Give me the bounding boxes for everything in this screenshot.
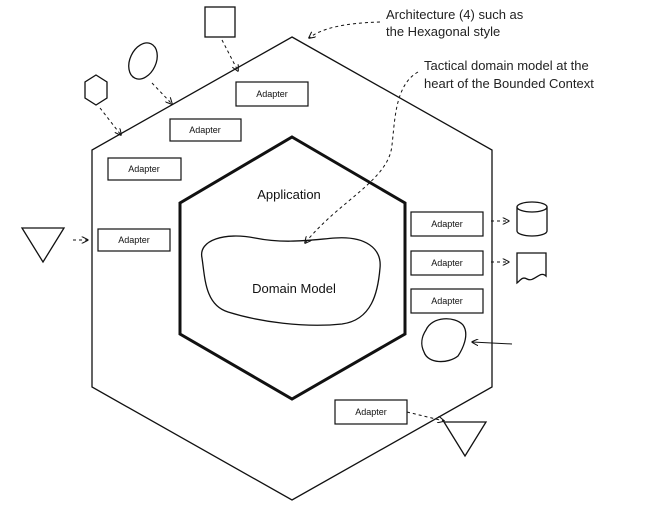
square-client-arrow (221, 39, 238, 71)
domain-annotation-arrow (305, 71, 419, 243)
adapter-label: Adapter (128, 164, 160, 174)
bottom-triangle-arrow (406, 411, 444, 421)
domain-model-label: Domain Model (252, 281, 336, 296)
architecture-annotation-line1: Architecture (4) such as (386, 7, 524, 22)
adapter-top-2: Adapter (169, 118, 242, 142)
adapter-left-2: Adapter (97, 228, 171, 252)
blob-client-arrow (472, 342, 513, 344)
adapter-label: Adapter (431, 258, 463, 268)
blob-client-icon (421, 318, 467, 363)
ellipse-client-arrow (151, 82, 172, 104)
architecture-annotation-arrow (309, 21, 381, 38)
document-icon (516, 252, 547, 285)
domain-annotation-line2: heart of the Bounded Context (424, 76, 594, 91)
adapter-left-1: Adapter (107, 157, 182, 181)
application-hexagon (178, 135, 407, 401)
adapter-right-3: Adapter (410, 288, 484, 314)
application-label: Application (257, 187, 321, 202)
square-client-icon (204, 6, 236, 38)
adapter-right-2: Adapter (410, 250, 484, 276)
bottom-triangle-icon (442, 421, 488, 458)
triangle-client-icon (20, 227, 66, 264)
adapter-label: Adapter (355, 407, 387, 417)
outer-hexagon (91, 36, 493, 501)
adapter-label: Adapter (189, 125, 221, 135)
adapter-bottom-1: Adapter (334, 399, 408, 425)
hexagon-client-arrow (99, 107, 121, 135)
adapter-label: Adapter (118, 235, 150, 245)
adapter-label: Adapter (431, 296, 463, 306)
database-icon (516, 201, 548, 237)
ellipse-client-icon (128, 42, 158, 80)
adapter-label: Adapter (431, 219, 463, 229)
domain-annotation-line1: Tactical domain model at the (424, 58, 589, 73)
architecture-annotation-line2: the Hexagonal style (386, 24, 500, 39)
domain-model-blob (201, 235, 381, 326)
adapter-top-1: Adapter (235, 81, 309, 107)
adapter-label: Adapter (256, 89, 288, 99)
hexagon-client-icon (84, 74, 108, 106)
adapter-right-1: Adapter (410, 211, 484, 237)
